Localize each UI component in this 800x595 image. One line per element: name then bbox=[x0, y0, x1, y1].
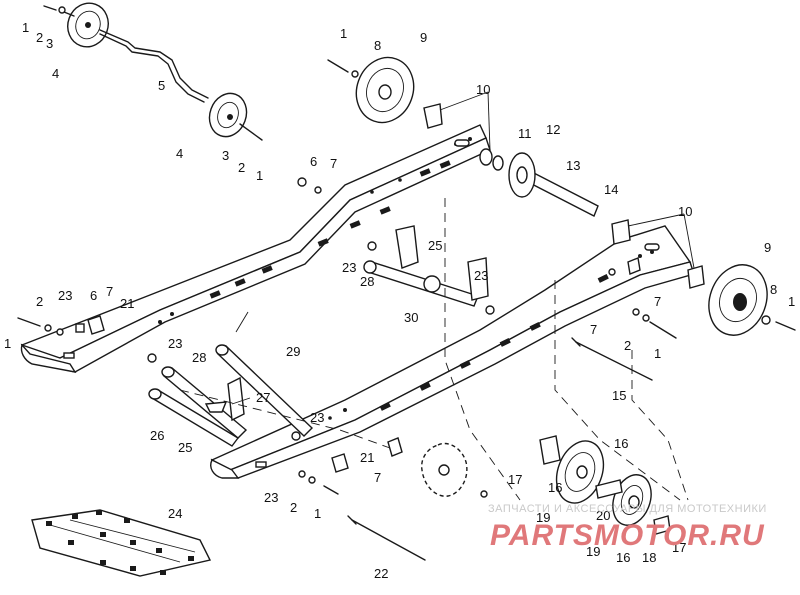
callout-29: 29 bbox=[286, 344, 300, 359]
small-hardware bbox=[17, 177, 650, 498]
callout-3a: 3 bbox=[46, 36, 53, 51]
callout-7a: 7 bbox=[330, 156, 337, 171]
watermark-brand: PARTSMOTOR.RU bbox=[490, 519, 765, 552]
rear-axle bbox=[423, 103, 705, 289]
callout-19a: 19 bbox=[536, 510, 550, 525]
idler-wheel-top bbox=[327, 56, 415, 124]
callout-7d: 7 bbox=[106, 284, 113, 299]
callout-1e: 1 bbox=[654, 346, 661, 361]
watermark: ЗАПЧАСТИ И АКСЕССУАРЫ ДЛЯ МОТОТЕХНИКИ PA… bbox=[488, 503, 767, 552]
callout-24: 24 bbox=[168, 506, 182, 521]
callout-16b: 16 bbox=[548, 480, 562, 495]
cross-shafts bbox=[147, 225, 495, 447]
callout-1c: 1 bbox=[340, 26, 347, 41]
callout-27: 27 bbox=[256, 390, 270, 405]
callout-16c: 16 bbox=[616, 550, 630, 565]
callout-25b: 25 bbox=[178, 440, 192, 455]
callout-23c: 23 bbox=[58, 288, 72, 303]
idler-wheel-right bbox=[708, 264, 796, 336]
callout-28a: 28 bbox=[360, 274, 374, 289]
callout-9a: 9 bbox=[420, 30, 427, 45]
assembly-lines bbox=[179, 198, 689, 501]
callout-25a: 25 bbox=[428, 238, 442, 253]
callout-14: 14 bbox=[604, 182, 618, 197]
callout-15: 15 bbox=[612, 388, 626, 403]
callout-2b: 2 bbox=[238, 160, 245, 175]
callout-17a: 17 bbox=[508, 472, 522, 487]
watermark-caption: ЗАПЧАСТИ И АКСЕССУАРЫ ДЛЯ МОТОТЕХНИКИ bbox=[488, 503, 767, 515]
callout-9b: 9 bbox=[764, 240, 771, 255]
lower-rear-wheels bbox=[387, 435, 671, 535]
callout-21a: 21 bbox=[120, 296, 134, 311]
left-rail bbox=[20, 124, 491, 373]
callout-23b: 23 bbox=[474, 268, 488, 283]
callout-2d: 2 bbox=[36, 294, 43, 309]
callout-11: 11 bbox=[518, 126, 532, 141]
callout-2e: 2 bbox=[290, 500, 297, 515]
callout-20: 20 bbox=[596, 508, 610, 523]
track-clip bbox=[31, 509, 212, 577]
callout-21b: 21 bbox=[360, 450, 374, 465]
callout-6a: 6 bbox=[310, 154, 317, 169]
callout-1b: 1 bbox=[256, 168, 263, 183]
callout-3b: 3 bbox=[222, 148, 229, 163]
callout-10b: 10 bbox=[678, 204, 692, 219]
callout-1d: 1 bbox=[788, 294, 795, 309]
callout-6b: 6 bbox=[90, 288, 97, 303]
callout-18: 18 bbox=[642, 550, 656, 565]
callout-7e: 7 bbox=[374, 470, 381, 485]
callout-1g: 1 bbox=[314, 506, 321, 521]
callout-22: 22 bbox=[374, 566, 388, 581]
upper-left-wheels bbox=[43, 2, 263, 141]
callout-16a: 16 bbox=[614, 436, 628, 451]
callout-2a: 2 bbox=[36, 30, 43, 45]
callout-1f: 1 bbox=[4, 336, 11, 351]
callout-1a: 1 bbox=[22, 20, 29, 35]
callout-13: 13 bbox=[566, 158, 580, 173]
callout-4a: 4 bbox=[52, 66, 59, 81]
callout-26: 26 bbox=[150, 428, 164, 443]
callout-4b: 4 bbox=[176, 146, 183, 161]
long-bolts bbox=[323, 321, 677, 561]
callout-8b: 8 bbox=[770, 282, 777, 297]
callout-5: 5 bbox=[158, 78, 165, 93]
callout-23d: 23 bbox=[168, 336, 182, 351]
callout-labels: 1 2 3 4 5 4 3 2 1 1 8 9 10 11 12 13 14 6… bbox=[4, 20, 795, 581]
callout-23e: 23 bbox=[310, 410, 324, 425]
callout-7b: 7 bbox=[654, 294, 661, 309]
callout-23a: 23 bbox=[342, 260, 356, 275]
callout-7c: 7 bbox=[590, 322, 597, 337]
callout-12: 12 bbox=[546, 122, 560, 137]
callout-2c: 2 bbox=[624, 338, 631, 353]
callout-17b: 17 bbox=[672, 540, 686, 555]
callout-28b: 28 bbox=[192, 350, 206, 365]
callout-10a: 10 bbox=[476, 82, 490, 97]
callout-19b: 19 bbox=[586, 544, 600, 559]
callout-23f: 23 bbox=[264, 490, 278, 505]
leader-lines bbox=[231, 91, 695, 405]
callout-8a: 8 bbox=[374, 38, 381, 53]
callout-30: 30 bbox=[404, 310, 418, 325]
